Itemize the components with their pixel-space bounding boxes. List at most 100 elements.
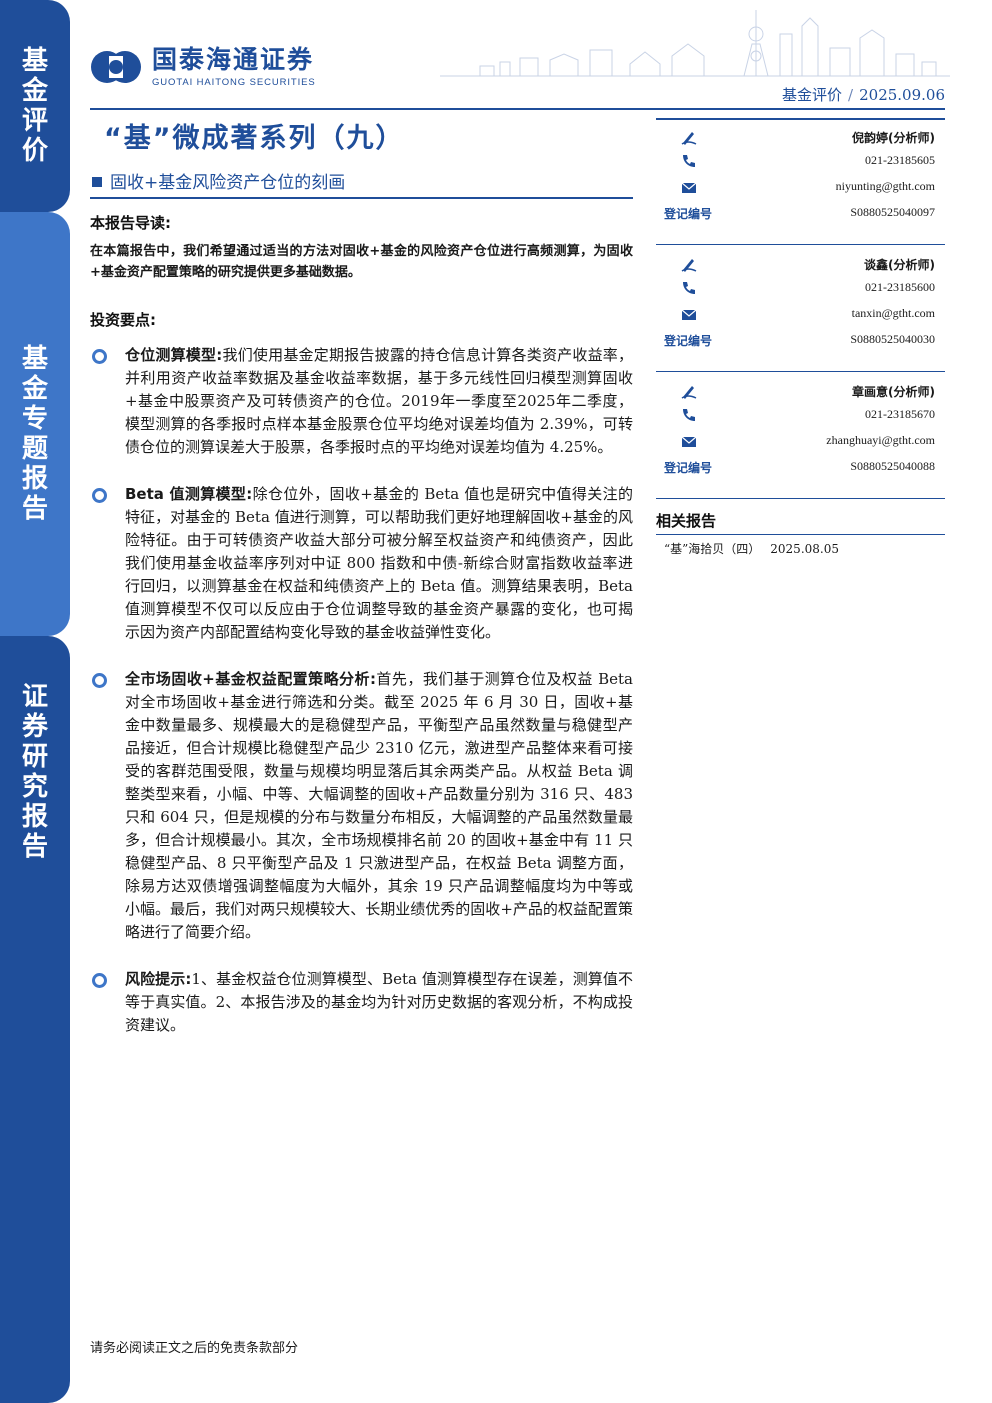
sidebar-char: 证 xyxy=(21,682,48,712)
key-point-lead: 风险提示: xyxy=(125,970,192,988)
sidebar-char: 专 xyxy=(21,404,48,434)
sidebar-tab-fund-evaluation: 基 金 评 价 xyxy=(0,0,70,212)
analyst-name-row: 倪韵婷(分析师) xyxy=(656,126,945,148)
analyst-reg-number: S0880525040088 xyxy=(850,459,935,473)
key-point: Beta 值测算模型:除仓位外，固收+基金的 Beta 值也是研究中值得关注的特… xyxy=(90,483,633,644)
analyst-name-row: 章画意(分析师) xyxy=(656,380,945,402)
report-category: 基金评价 xyxy=(782,86,843,104)
analyst-phone: 021-23185600 xyxy=(865,280,935,294)
report-date: 2025.09.06 xyxy=(859,86,945,104)
sidebar-char: 告 xyxy=(21,832,48,862)
analyst-email[interactable]: niyunting@gtht.com xyxy=(835,179,935,193)
bullet-icon xyxy=(92,488,107,503)
analyst-phone: 021-23185670 xyxy=(865,407,935,421)
sidebar-char: 金 xyxy=(21,374,48,404)
analyst-email-row: zhanghuayi@gtht.com xyxy=(656,430,945,452)
analyst-divider xyxy=(656,371,945,372)
analyst-name-row: 谈鑫(分析师) xyxy=(656,253,945,275)
analyst-card: 章画意(分析师) 021-23185670 zhanghuayi@gtht.co… xyxy=(656,372,945,499)
analyst-panel: 倪韵婷(分析师) 021-23185605 niyunting@gtht.com… xyxy=(656,118,945,499)
guide-text: 在本篇报告中，我们希望通过适当的方法对固收+基金的风险资产仓位进行高频测算，为固… xyxy=(90,244,633,280)
guide-heading: 本报告导读: xyxy=(90,214,171,232)
right-top-rule xyxy=(656,118,945,120)
analyst-email[interactable]: zhanghuayi@gtht.com xyxy=(826,433,935,447)
company-name-en: GUOTAI HAITONG SECURITIES xyxy=(152,77,316,88)
analyst-divider xyxy=(656,498,945,499)
bullet-icon xyxy=(92,973,107,988)
company-name-cn: 国泰海通证券 xyxy=(152,45,315,74)
phone-icon xyxy=(683,155,695,167)
phone-icon xyxy=(683,282,695,294)
report-category-date: 基金评价 / 2025.09.06 xyxy=(776,84,945,105)
analyst-reg-row: 登记编号 S0880525040097 xyxy=(656,202,945,224)
sidebar-char: 题 xyxy=(21,434,48,464)
analyst-reg-label: 登记编号 xyxy=(664,461,713,475)
sidebar-char: 金 xyxy=(21,76,48,106)
sidebar-char: 评 xyxy=(21,106,48,136)
analyst-reg-label: 登记编号 xyxy=(664,334,713,348)
mail-icon xyxy=(681,182,697,193)
key-point-text: 1、基金权益仓位测算模型、Beta 值测算模型存在误差，测算值不等于真实值。2、… xyxy=(125,970,634,1034)
analyst-email[interactable]: tanxin@gtht.com xyxy=(851,306,935,320)
points-heading: 投资要点: xyxy=(90,311,156,329)
analyst-name: 倪韵婷(分析师) xyxy=(852,131,935,145)
sidebar-tab-fund-special-report: 基 金 专 题 报 告 xyxy=(0,212,70,636)
analyst-name: 谈鑫(分析师) xyxy=(864,258,935,272)
analyst-email-row: niyunting@gtht.com xyxy=(656,176,945,198)
pen-icon xyxy=(681,259,697,272)
analyst-divider xyxy=(656,244,945,245)
report-subtitle-text: 固收+基金风险资产仓位的刻画 xyxy=(110,173,346,193)
analyst-reg-row: 登记编号 S0880525040030 xyxy=(656,329,945,351)
key-point: 全市场固收+基金权益配置策略分析:首先，我们基于测算仓位及权益 Beta 对全市… xyxy=(90,668,633,944)
logo-mark-icon xyxy=(91,51,141,83)
skyline-illustration xyxy=(440,10,950,77)
analyst-phone-row: 021-23185600 xyxy=(656,277,945,299)
related-report-title: “基”海拾贝（四） xyxy=(664,542,761,556)
analyst-card: 倪韵婷(分析师) 021-23185605 niyunting@gtht.com… xyxy=(656,118,945,245)
key-point: 风险提示:1、基金权益仓位测算模型、Beta 值测算模型存在误差，测算值不等于真… xyxy=(90,968,633,1037)
header-rule xyxy=(90,108,945,110)
mail-icon xyxy=(681,436,697,447)
related-report-date: 2025.08.05 xyxy=(770,542,839,556)
sidebar-char: 价 xyxy=(21,136,48,166)
key-point-lead: 全市场固收+基金权益配置策略分析: xyxy=(125,670,376,688)
sidebar-char: 研 xyxy=(21,742,48,772)
analyst-phone-row: 021-23185670 xyxy=(656,404,945,426)
report-title: “基”微成著系列（九） xyxy=(104,123,405,154)
sidebar-char: 基 xyxy=(21,344,48,374)
sidebar-char: 报 xyxy=(21,464,48,494)
mail-icon xyxy=(681,309,697,320)
key-point-text: 首先，我们基于测算仓位及权益 Beta 对全市场固收+基金进行筛选和分类。截至 … xyxy=(125,670,633,941)
disclaimer-note: 请务必阅读正文之后的免责条款部分 xyxy=(90,1341,299,1356)
analyst-reg-number: S0880525040030 xyxy=(850,332,935,346)
analyst-email-row: tanxin@gtht.com xyxy=(656,303,945,325)
analyst-phone-row: 021-23185605 xyxy=(656,150,945,172)
sidebar-char: 券 xyxy=(21,712,48,742)
analyst-reg-label: 登记编号 xyxy=(664,207,713,221)
company-logo: 国泰海通证券 GUOTAI HAITONG SECURITIES xyxy=(90,46,316,88)
analyst-phone: 021-23185605 xyxy=(865,153,935,167)
analyst-name: 章画意(分析师) xyxy=(852,385,935,399)
analyst-reg-number: S0880525040097 xyxy=(850,205,935,219)
header-separator: / xyxy=(848,86,854,104)
pen-icon xyxy=(681,386,697,399)
key-point: 仓位测算模型:我们使用基金定期报告披露的持仓信息计算各类资产收益率，并利用资产收… xyxy=(90,344,633,459)
main-column: 本报告导读: 在本篇报告中，我们希望通过适当的方法对固收+基金的风险资产仓位进行… xyxy=(90,212,633,1037)
title-rule xyxy=(90,197,633,199)
pen-icon xyxy=(681,132,697,145)
sidebar-char: 报 xyxy=(21,802,48,832)
key-point-lead: 仓位测算模型: xyxy=(125,346,223,364)
report-subtitle: 固收+基金风险资产仓位的刻画 xyxy=(92,168,345,193)
key-point-text: 除仓位外，固收+基金的 Beta 值也是研究中值得关注的特征，对基金的 Beta… xyxy=(125,485,634,641)
square-bullet-icon xyxy=(92,177,102,187)
related-report-item[interactable]: “基”海拾贝（四） 2025.08.05 xyxy=(664,540,839,557)
sidebar-char: 基 xyxy=(21,46,48,76)
sidebar-char: 究 xyxy=(21,772,48,802)
analyst-reg-row: 登记编号 S0880525040088 xyxy=(656,456,945,478)
related-reports-rule xyxy=(656,534,945,535)
phone-icon xyxy=(683,409,695,421)
bullet-icon xyxy=(92,673,107,688)
related-reports-heading: 相关报告 xyxy=(656,512,717,530)
sidebar-char: 告 xyxy=(21,494,48,524)
key-point-text: 我们使用基金定期报告披露的持仓信息计算各类资产收益率，并利用资产收益率数据及基金… xyxy=(125,346,633,456)
